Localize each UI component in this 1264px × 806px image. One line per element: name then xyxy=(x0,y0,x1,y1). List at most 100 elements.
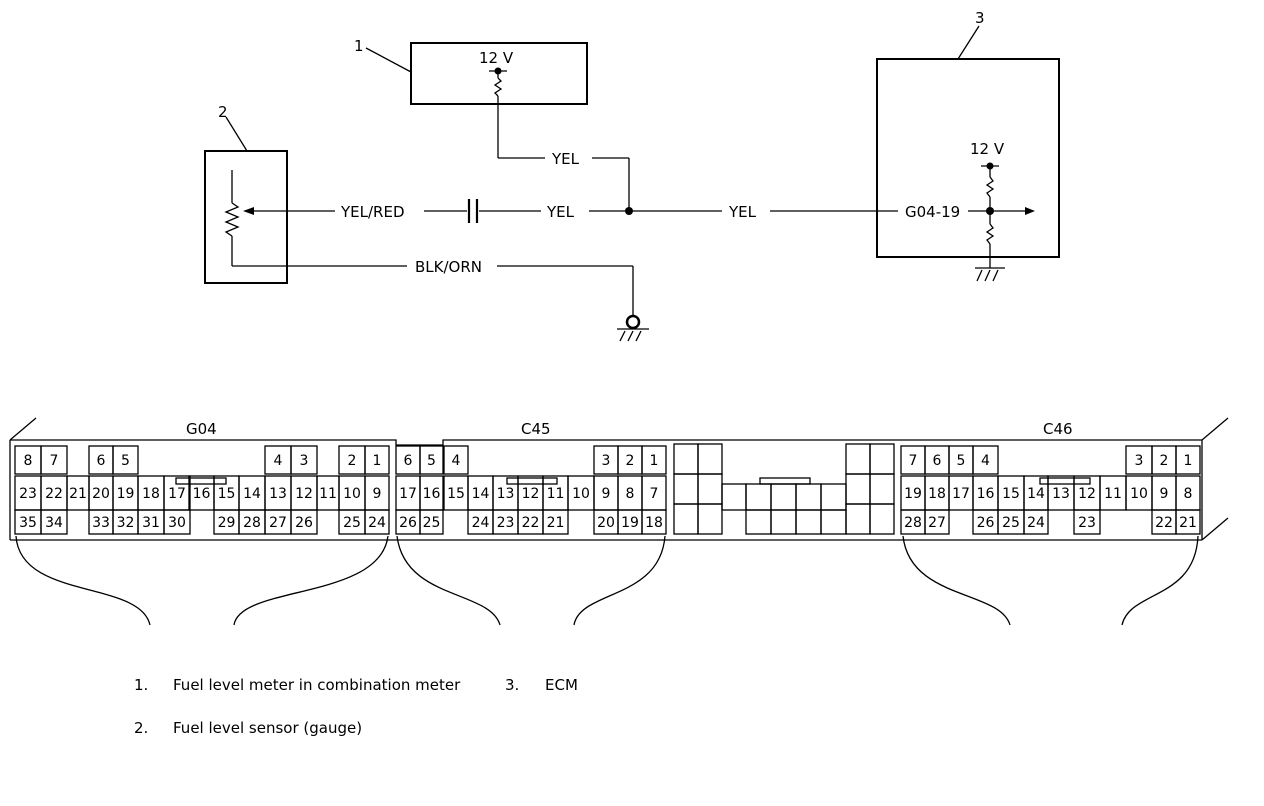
c45-pin-label: 15 xyxy=(447,486,465,502)
g04-pin-cell xyxy=(290,445,318,475)
meter-voltage-label: 12 V xyxy=(479,49,514,67)
c46-pin-label: 26 xyxy=(977,515,995,531)
c45-pin-label: 26 xyxy=(399,515,417,531)
c46-pin-label: 18 xyxy=(928,486,946,502)
g04-pin-cell xyxy=(40,445,68,475)
legend-text-3: ECM xyxy=(545,676,578,694)
g04-pin-label: 1 xyxy=(373,453,382,469)
g04-pin-label: 22 xyxy=(45,486,63,502)
c46-pin-label: 23 xyxy=(1078,515,1096,531)
c45-pin-label: 3 xyxy=(602,453,611,469)
c45-pin-label: 2 xyxy=(626,453,635,469)
terminal-label: G04-19 xyxy=(905,203,960,221)
g04-pin-label: 7 xyxy=(50,453,59,469)
g04-pin-label: 34 xyxy=(45,515,63,531)
c46-pin-cell xyxy=(1023,509,1049,535)
wire-yel-top: YEL xyxy=(551,150,580,168)
c45-pin-label: 1 xyxy=(650,453,659,469)
c45-pin-label: 17 xyxy=(399,486,417,502)
g04-pin-label: 9 xyxy=(373,486,382,502)
c46-pin-label: 9 xyxy=(1160,486,1169,502)
c46-pin-label: 1 xyxy=(1184,453,1193,469)
c45-pin-cell xyxy=(542,509,569,535)
wire-blk-orn: BLK/ORN xyxy=(415,258,482,276)
g04-pin-cell xyxy=(290,509,318,535)
g04-pin-label: 8 xyxy=(24,453,33,469)
g04-pin-cell xyxy=(364,445,390,475)
c46-pin-label: 10 xyxy=(1130,486,1148,502)
c45-pin-label: 18 xyxy=(645,515,663,531)
c46-pin-label: 14 xyxy=(1027,486,1045,502)
c45-pin-label: 22 xyxy=(522,515,540,531)
c46-pin-cell xyxy=(1073,509,1101,535)
fuel-level-sensor-box xyxy=(204,150,288,284)
c46-pin-label: 25 xyxy=(1002,515,1020,531)
c46-pin-label: 3 xyxy=(1135,453,1144,469)
g04-pin-label: 31 xyxy=(142,515,160,531)
c46-pin-label: 28 xyxy=(904,515,922,531)
g04-pin-label: 15 xyxy=(218,486,236,502)
c46-pin-label: 19 xyxy=(904,486,922,502)
c46-pin-label: 12 xyxy=(1078,486,1096,502)
c46-pin-label: 13 xyxy=(1052,486,1070,502)
c46-pin-label: 4 xyxy=(981,453,990,469)
ecm-box xyxy=(876,58,1060,258)
c45-pin-cell xyxy=(419,509,444,535)
legend-num-3: 3. xyxy=(505,676,520,694)
c45-pin-label: 12 xyxy=(522,486,540,502)
g04-pin-cell xyxy=(163,509,191,535)
c45-pin-label: 24 xyxy=(472,515,490,531)
callout-3: 3 xyxy=(975,9,985,27)
g04-pin-label: 5 xyxy=(121,453,130,469)
g04-pin-label: 16 xyxy=(193,486,211,502)
c46-pin-label: 8 xyxy=(1184,486,1193,502)
c46-pin-label: 2 xyxy=(1160,453,1169,469)
c45-pin-label: 25 xyxy=(423,515,441,531)
g04-pin-cell xyxy=(40,509,68,535)
g04-pin-label: 13 xyxy=(269,486,287,502)
g04-pin-label: 26 xyxy=(295,515,313,531)
ground-ring xyxy=(625,314,641,330)
connector-c45-label: C45 xyxy=(521,420,551,438)
c45-pin-label: 4 xyxy=(452,453,461,469)
g04-pin-label: 32 xyxy=(117,515,135,531)
c46-pin-label: 7 xyxy=(909,453,918,469)
g04-pin-label: 14 xyxy=(243,486,261,502)
connector-g04-label: G04 xyxy=(186,420,217,438)
g04-pin-label: 33 xyxy=(92,515,110,531)
g04-pin-label: 6 xyxy=(97,453,106,469)
fuel-level-meter-box xyxy=(410,42,588,105)
c45-pin-label: 21 xyxy=(547,515,565,531)
c46-pin-label: 22 xyxy=(1155,515,1173,531)
g04-pin-label: 30 xyxy=(168,515,186,531)
c45-pin-label: 23 xyxy=(497,515,515,531)
c46-pin-label: 16 xyxy=(977,486,995,502)
legend-num-1: 1. xyxy=(134,676,149,694)
g04-pin-label: 24 xyxy=(368,515,386,531)
g04-pin-label: 12 xyxy=(295,486,313,502)
c45-pin-cell xyxy=(641,509,667,535)
c45-pin-label: 19 xyxy=(621,515,639,531)
c45-pin-label: 7 xyxy=(650,486,659,502)
c45-pin-label: 8 xyxy=(626,486,635,502)
g04-pin-label: 10 xyxy=(343,486,361,502)
c46-pin-label: 15 xyxy=(1002,486,1020,502)
g04-pin-label: 29 xyxy=(218,515,236,531)
g04-pin-cell xyxy=(112,445,139,475)
connector-c46-label: C46 xyxy=(1043,420,1073,438)
c45-pin-label: 10 xyxy=(572,486,590,502)
c45-pin-label: 16 xyxy=(423,486,441,502)
g04-pin-label: 2 xyxy=(348,453,357,469)
ecm-voltage-label: 12 V xyxy=(970,140,1005,158)
c46-pin-label: 24 xyxy=(1027,515,1045,531)
g04-pin-label: 20 xyxy=(92,486,110,502)
g04-pin-label: 21 xyxy=(69,486,87,502)
g04-pin-label: 11 xyxy=(319,486,337,502)
c46-pin-label: 6 xyxy=(933,453,942,469)
g04-pin-label: 35 xyxy=(19,515,37,531)
c46-pin-label: 27 xyxy=(928,515,946,531)
c45-pin-cell xyxy=(443,445,469,475)
c46-pin-label: 17 xyxy=(952,486,970,502)
c45-pin-label: 9 xyxy=(602,486,611,502)
